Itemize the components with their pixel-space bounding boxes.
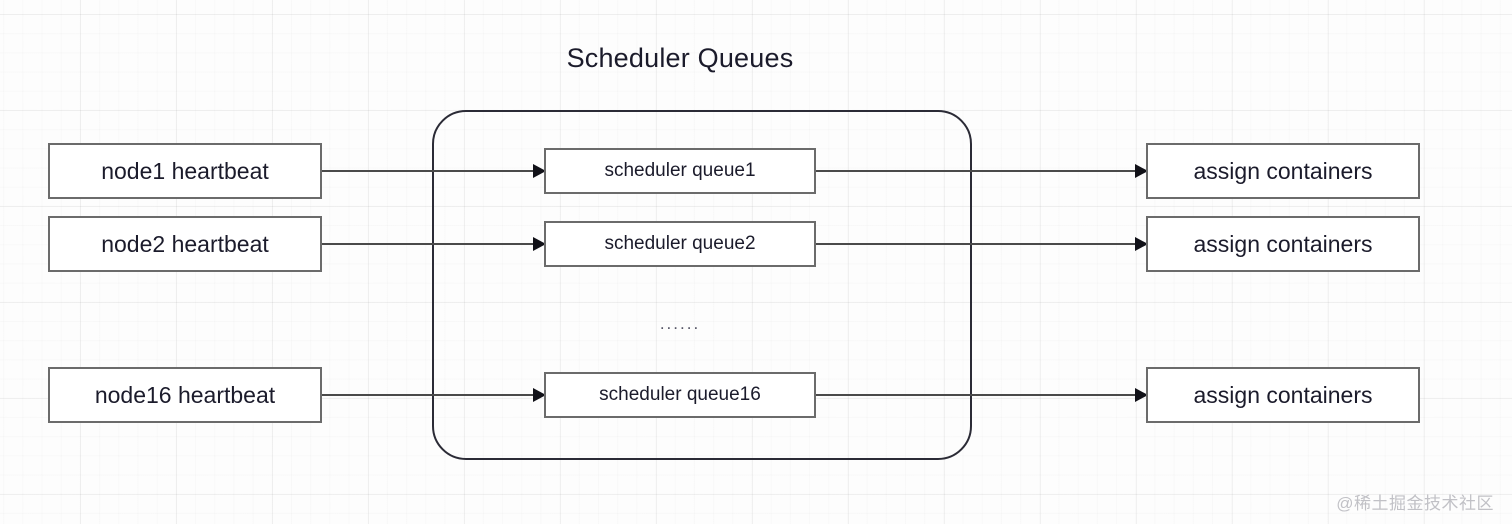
scheduler-queue-box[interactable]: scheduler queue16 <box>544 372 816 418</box>
scheduler-queue-box[interactable]: scheduler queue1 <box>544 148 816 194</box>
node-heartbeat-box[interactable]: node16 heartbeat <box>48 367 322 423</box>
scheduler-queues-container <box>432 110 972 460</box>
assign-containers-box[interactable]: assign containers <box>1146 216 1420 272</box>
assign-containers-box[interactable]: assign containers <box>1146 143 1420 199</box>
assign-containers-box[interactable]: assign containers <box>1146 367 1420 423</box>
scheduler-queue-box[interactable]: scheduler queue2 <box>544 221 816 267</box>
node-heartbeat-box[interactable]: node2 heartbeat <box>48 216 322 272</box>
queue-ellipsis: ...... <box>659 314 701 333</box>
page-title: Scheduler Queues <box>566 43 794 73</box>
watermark: @稀土掘金技术社区 <box>1336 494 1494 513</box>
node-heartbeat-box[interactable]: node1 heartbeat <box>48 143 322 199</box>
